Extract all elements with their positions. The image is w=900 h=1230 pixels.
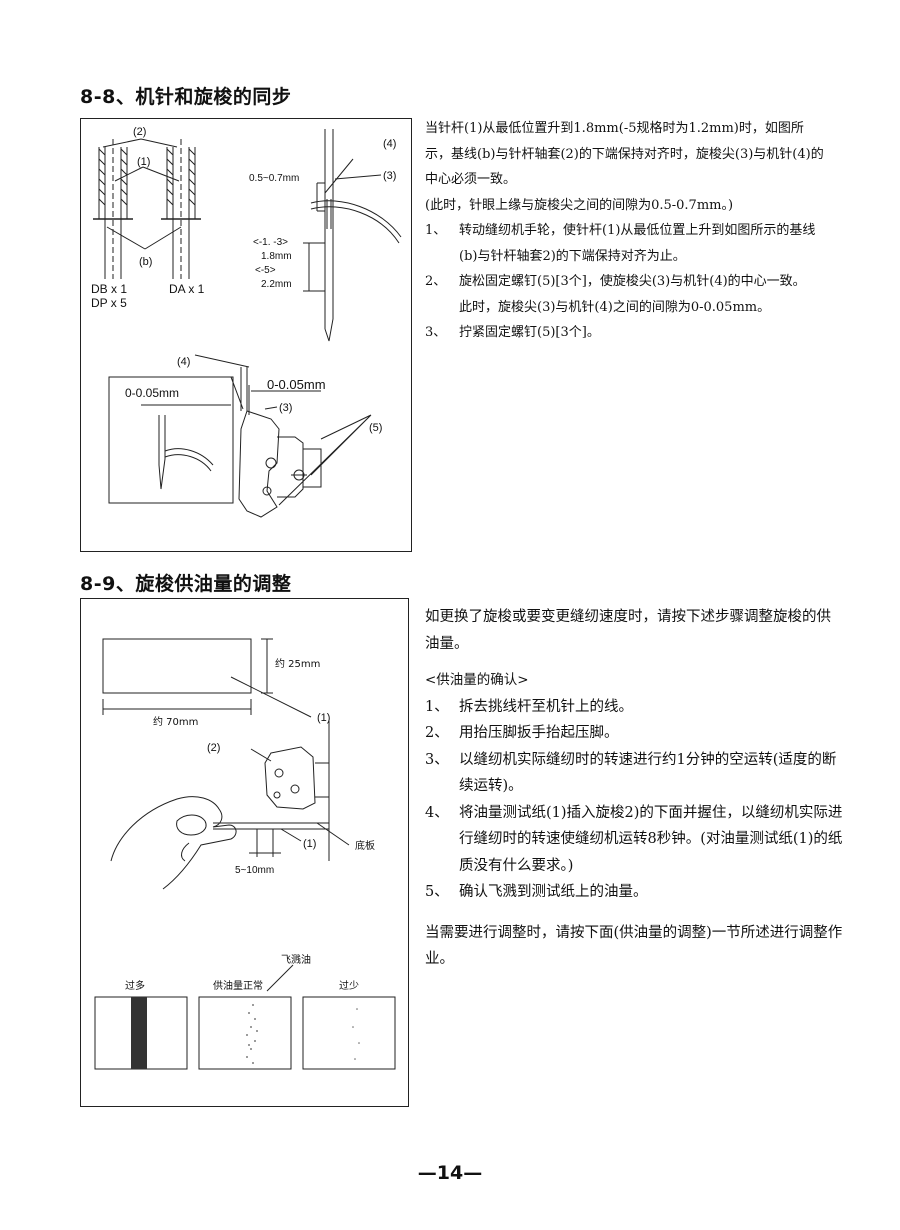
step-text: 用抬压脚扳手抬起压脚。: [459, 725, 619, 741]
label-rise-22: 2.2mm: [261, 279, 292, 290]
normal-oil-dots: [246, 1004, 258, 1064]
oil-amount-diagram: 约 25mm 约 70mm (1) (2) (1) 底板 5~10mm 飞溅油 …: [94, 638, 396, 1070]
step-number: 1、: [425, 223, 447, 238]
sparse-oil-dots: [352, 1008, 360, 1060]
label-db-x1: DB x 1: [91, 282, 127, 296]
paragraph-outro: 当需要进行调整时，请按下面(供油量的调整)一节所述进行调整作业。: [425, 924, 843, 968]
label-too-much: 过多: [125, 979, 145, 992]
label-distance: 5~10mm: [235, 865, 274, 876]
label-hook-3: (3): [383, 170, 396, 182]
section-8-9-text: 如更换了旋梭或要变更缝纫速度时，请按下述步骤调整旋梭的供油量。 <供油量的确认>…: [425, 604, 845, 973]
label-paper-1: (1): [317, 712, 330, 724]
label-dp-x5: DP x 5: [91, 296, 127, 310]
label-hook-3-lower: (3): [279, 402, 292, 414]
step-2-extra: 此时，旋梭尖(3)与机针(4)之间的间隙为0-0.05mm。: [459, 299, 771, 315]
label-needle-4: (4): [383, 138, 396, 150]
section-title-8-9: 8-9、旋梭供油量的调整: [80, 573, 292, 595]
paragraph-note: (此时，针眼上缘与旋梭尖之间的间隙为0.5-0.7mm。): [425, 197, 734, 213]
label-normal: 供油量正常: [213, 979, 263, 992]
section-title-8-8: 8-8、机针和旋梭的同步: [80, 86, 292, 108]
label-width: 约 70mm: [153, 715, 198, 728]
label-hook-2: (2): [207, 742, 220, 754]
label-clearance-right: 0-0.05mm: [267, 377, 326, 392]
step-number: 1、: [425, 698, 449, 715]
step-text: 转动缝纫机手轮，使针杆(1)从最低位置上升到如图所示的基线(b)与针杆轴套2)的…: [459, 223, 816, 264]
label-bushing-2: (2): [133, 126, 146, 138]
label-too-little: 过少: [339, 979, 359, 992]
section-8-8-text: 当针杆(1)从最低位置升到1.8mm(-5规格时为1.2mm)时，如图所示，基线…: [425, 116, 825, 346]
label-rise-18: 1.8mm: [261, 251, 292, 262]
step-number: 4、: [425, 804, 449, 821]
label-base-plate: 底板: [355, 839, 375, 852]
confirm-heading: <供油量的确认>: [425, 672, 529, 688]
step-text: 拧紧固定螺钉(5)[3个]。: [459, 325, 600, 340]
step-text: 以缝纫机实际缝纫时的转速进行约1分钟的空运转(适度的断续运转)。: [459, 751, 837, 795]
label-splash-oil: 飞溅油: [281, 953, 311, 966]
list-item: 2、 用抬压脚扳手抬起压脚。: [425, 720, 845, 747]
needle-hook-diagram: (2) (1) (b) DB x 1 DP x 5 DA x 1 0.5~0.7…: [91, 126, 402, 518]
heavy-oil-stripe: [131, 997, 147, 1069]
figure-needle-hook-timing: (2) (1) (b) DB x 1 DP x 5 DA x 1 0.5~0.7…: [80, 118, 412, 552]
step-number: 3、: [425, 325, 447, 340]
label-clearance-left: 0-0.05mm: [125, 386, 179, 400]
label-paper-1-lower: (1): [303, 838, 316, 850]
step-text: 旋松固定螺钉(5)[3个]，使旋梭尖(3)与机针(4)的中心一致。: [459, 274, 806, 289]
list-item: 5、 确认飞溅到测试纸上的油量。: [425, 879, 845, 906]
paragraph-intro: 当针杆(1)从最低位置升到1.8mm(-5规格时为1.2mm)时，如图所示，基线…: [425, 121, 824, 187]
label-needle-4-lower: (4): [177, 356, 190, 368]
label-needle-bar-1: (1): [137, 156, 150, 168]
step-text: 确认飞溅到测试纸上的油量。: [459, 884, 648, 900]
list-item: 3、 以缝纫机实际缝纫时的转速进行约1分钟的空运转(适度的断续运转)。: [425, 747, 845, 800]
figure-oil-amount: 约 25mm 约 70mm (1) (2) (1) 底板 5~10mm 飞溅油 …: [80, 598, 409, 1107]
step-number: 5、: [425, 884, 449, 900]
list-item: 3、 拧紧固定螺钉(5)[3个]。: [425, 320, 825, 346]
list-item: 1、 转动缝纫机手轮，使针杆(1)从最低位置上升到如图所示的基线(b)与针杆轴套…: [425, 218, 825, 269]
step-number: 2、: [425, 274, 447, 289]
label-spec-5: <-5>: [255, 265, 276, 276]
label-gap-range: 0.5~0.7mm: [249, 173, 299, 184]
list-item: 4、 将油量测试纸(1)插入旋梭2)的下面并握住，以缝纫机实际进行缝纫时的转速使…: [425, 800, 845, 880]
step-text: 拆去挑线杆至机针上的线。: [459, 698, 633, 715]
label-base-line-b: (b): [139, 256, 152, 268]
label-da-x1: DA x 1: [169, 282, 205, 296]
paragraph-intro: 如更换了旋梭或要变更缝纫速度时，请按下述步骤调整旋梭的供油量。: [425, 609, 831, 652]
label-screws-5: (5): [369, 422, 382, 434]
step-text: 将油量测试纸(1)插入旋梭2)的下面并握住，以缝纫机实际进行缝纫时的转速使缝纫机…: [459, 804, 843, 874]
list-item: 2、 旋松固定螺钉(5)[3个]，使旋梭尖(3)与机针(4)的中心一致。: [425, 269, 825, 295]
list-item: 1、 拆去挑线杆至机针上的线。: [425, 694, 845, 721]
label-spec-1-3: <-1. -3>: [253, 237, 288, 248]
step-number: 3、: [425, 751, 449, 768]
page-number: —14—: [417, 1162, 483, 1184]
step-number: 2、: [425, 725, 449, 741]
label-height: 约 25mm: [275, 657, 320, 670]
